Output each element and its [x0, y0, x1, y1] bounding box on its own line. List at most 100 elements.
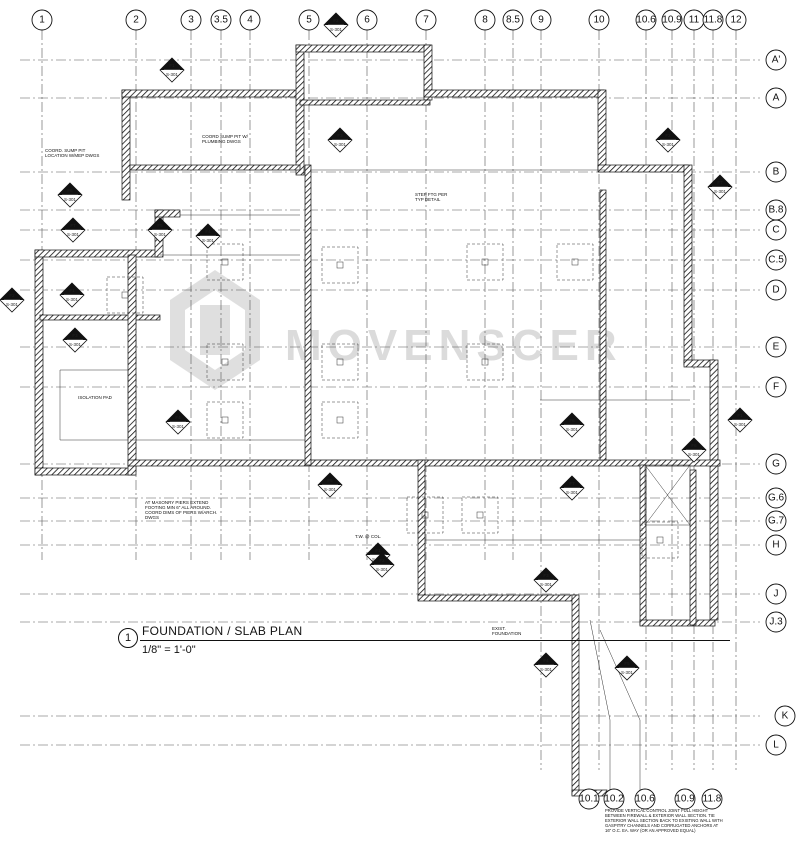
- grid-label-col: 11: [689, 15, 700, 26]
- section-tag-id: F7: [717, 180, 723, 185]
- title-underline: [140, 640, 730, 641]
- section-tag: F3S-301: [327, 127, 353, 153]
- grid-label-row: K: [782, 711, 789, 722]
- section-tag-sheet: S-301: [566, 490, 579, 495]
- footing-pad: [321, 343, 359, 381]
- grid-bubble-col-7: 7: [415, 9, 437, 31]
- section-tag: F6S-301: [57, 182, 83, 208]
- drawing-title: FOUNDATION / SLAB PLAN: [142, 624, 303, 638]
- grid-bubble-col-5: 5: [298, 9, 320, 31]
- grid-label-row: J.3: [769, 617, 783, 628]
- footing-pad: [641, 521, 679, 559]
- grid-label-col: 12: [730, 15, 742, 26]
- footing-pad: [206, 401, 244, 439]
- grid-bubble-row-a: A: [765, 87, 787, 109]
- grid-label-col: 1: [39, 15, 45, 26]
- grid-bubble-row-a-prime: A': [765, 49, 787, 71]
- grid-label-row: E: [773, 342, 780, 353]
- grid-label-row: L: [773, 740, 779, 751]
- grid-label-row: G.7: [768, 516, 785, 527]
- watermark-text: MOVENSCER: [285, 321, 623, 370]
- grid-bubble-row-g-6: G.6: [765, 487, 787, 509]
- grid-label-row: J: [774, 589, 779, 600]
- grid-bubble-bottom-10-1: 10.1: [578, 788, 600, 810]
- section-tag-sheet: S-301: [540, 582, 553, 587]
- section-tag: F5S-301: [317, 472, 343, 498]
- section-tag-sheet: S-301: [64, 197, 77, 202]
- section-tag: F2S-301: [323, 12, 349, 38]
- grid-label-col: 10.9: [662, 15, 682, 26]
- section-tag-sheet: S-301: [688, 452, 701, 457]
- grid-bubble-row-e: E: [765, 336, 787, 358]
- section-tag-id: F4: [205, 229, 211, 234]
- section-tag: F5S-301: [147, 217, 173, 243]
- section-tag-sheet: S-301: [67, 232, 80, 237]
- section-tag: F2S-301: [0, 287, 25, 313]
- grid-bubble-row-g-7: G.7: [765, 510, 787, 532]
- note-control-joint: PROVIDE VERTICAL CONTROL JOINT FULL HEIG…: [605, 808, 723, 833]
- drawing-scale: 1/8" = 1'-0": [142, 644, 196, 656]
- section-tag-id: F1: [169, 63, 175, 68]
- section-tag-id: F4: [543, 658, 549, 663]
- grid-bubble-col-11: 11: [683, 9, 705, 31]
- note-coord-sump-mid: COORD SUMP PIT W/ PLUMBING DWGS: [202, 134, 248, 144]
- section-tag: F6S-301: [681, 437, 707, 463]
- section-tag-sheet: S-301: [324, 487, 337, 492]
- section-tag-id: F1: [375, 548, 381, 553]
- section-tag: F3S-301: [533, 567, 559, 593]
- grid-bubble-col-8: 8: [474, 9, 496, 31]
- section-tag-sheet: S-301: [166, 72, 179, 77]
- section-tag: F7S-301: [707, 174, 733, 200]
- section-tag-sheet: S-301: [172, 424, 185, 429]
- drawing-number: 1: [118, 628, 138, 648]
- grid-bubble-row-j-3: J.3: [765, 611, 787, 633]
- grid-bubble-col-10-6: 10.6: [635, 9, 657, 31]
- section-tag-id: F3: [337, 133, 343, 138]
- footing-pads: [106, 243, 679, 559]
- note-masonry-piers: AT MASONRY PIERS EXTEND FOOTING MIN 6" A…: [145, 500, 218, 520]
- section-tag-id: F3: [543, 573, 549, 578]
- grid-label-row: H: [772, 540, 779, 551]
- section-tag-sheet: S-301: [540, 667, 553, 672]
- section-tag-sheet: S-301: [714, 189, 727, 194]
- section-tag-id: F5: [327, 478, 333, 483]
- grid-label-bottom: 10.2: [604, 794, 624, 805]
- grid-label-col: 8.5: [506, 15, 520, 26]
- grid-label-col: 2: [133, 15, 139, 26]
- grid-label-bottom: 10.1: [579, 794, 599, 805]
- grid-label-col: 3: [188, 15, 194, 26]
- note-coord-sump-left: COORD. SUMP PIT LOCATION W/MEP DWGS: [45, 148, 100, 158]
- grid-label-col: 7: [423, 15, 429, 26]
- grid-label-col: 10.6: [636, 15, 656, 26]
- footing-pad: [466, 343, 504, 381]
- grid-bubble-col-8-5: 8.5: [502, 9, 524, 31]
- section-tag-id: F4: [175, 415, 181, 420]
- footing-pad: [321, 246, 359, 284]
- grid-bubble-row-f: F: [765, 376, 787, 398]
- grid-bubble-col-12: 12: [725, 9, 747, 31]
- section-tag-id: F2: [665, 133, 671, 138]
- grid-label-row: G: [772, 459, 780, 470]
- section-tag-sheet: S-301: [376, 567, 389, 572]
- section-tag-id: F5: [157, 223, 163, 228]
- section-tag-sheet: S-301: [566, 427, 579, 432]
- grid-label-col: 3.5: [214, 15, 228, 26]
- section-tag-id: F1: [69, 288, 75, 293]
- watermark: MOVENSCER: [170, 270, 623, 390]
- footing-pad: [206, 243, 244, 281]
- section-tag: F3S-301: [62, 327, 88, 353]
- foundation-walls: [34, 44, 721, 797]
- grid-label-bottom: 10.6: [635, 794, 655, 805]
- grid-label-col: 10: [593, 15, 605, 26]
- section-tag-sheet: S-301: [734, 422, 747, 427]
- grid-bubble-col-9: 9: [530, 9, 552, 31]
- section-tag: F5S-301: [614, 655, 640, 681]
- section-tag-sheet: S-301: [154, 232, 167, 237]
- section-tags: F1S-301F2S-301F3S-301F4S-301F5S-301F6S-3…: [0, 12, 753, 681]
- section-tag: F6S-301: [559, 412, 585, 438]
- section-tag-id: F5: [624, 661, 630, 666]
- section-tag: F1S-301: [59, 282, 85, 308]
